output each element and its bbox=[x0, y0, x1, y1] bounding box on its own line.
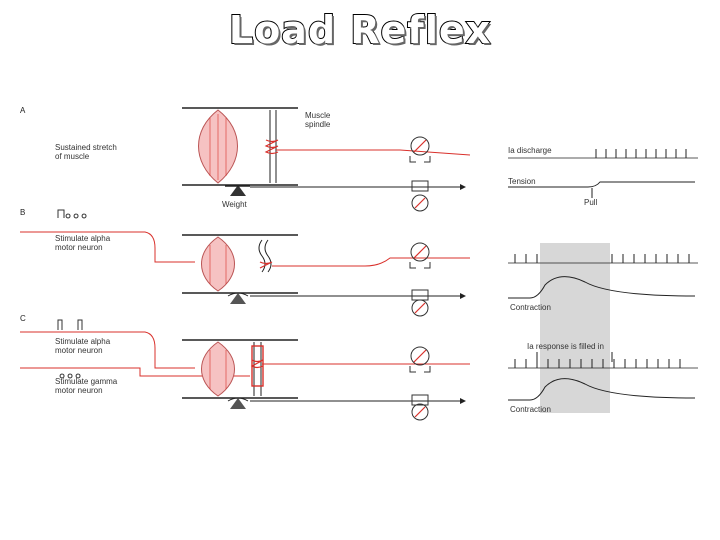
panel-c-stimulus2-line2: motor neuron bbox=[55, 386, 103, 395]
slide-title: Load Reflex bbox=[228, 7, 492, 53]
panel-a-force-transducer bbox=[411, 180, 429, 212]
panel-a-weight bbox=[230, 185, 246, 196]
panel-a-trace-bottom-label: Tension bbox=[508, 177, 536, 186]
panel-b-alpha-nerve bbox=[20, 231, 195, 263]
panel-c-alpha-nerve bbox=[20, 331, 195, 369]
panel-c-stimulator2-icon bbox=[59, 373, 81, 379]
panel-c-weight bbox=[230, 398, 246, 409]
panel-b-stimulus-line2: motor neuron bbox=[55, 243, 103, 252]
panel-c-trace-top-label: Ia response is filled in bbox=[527, 342, 604, 351]
panel-b-muscle bbox=[201, 236, 235, 292]
panel-b-muscle-apparatus bbox=[182, 234, 298, 304]
panel-c-muscle-apparatus bbox=[182, 339, 298, 409]
panel-c-stimulus2-line1: Stimulate gamma bbox=[55, 377, 118, 386]
panel-c-stimulator-icon bbox=[57, 319, 83, 330]
panel-a-letter: A bbox=[20, 106, 26, 115]
panel-a-recording-electrode bbox=[409, 136, 431, 163]
panel-b-stimulator-icon bbox=[57, 209, 87, 219]
panel-a-afferent-nerve bbox=[276, 149, 471, 156]
panel-b-letter: B bbox=[20, 208, 25, 217]
panel-b-weight bbox=[230, 293, 246, 304]
panel-a-stimulus-line2: of muscle bbox=[55, 152, 90, 161]
panel-a-spindle-label-line1: Muscle bbox=[305, 111, 331, 120]
response-window-shade bbox=[540, 243, 610, 413]
panel-c-recording-electrode bbox=[409, 346, 431, 373]
panel-b-ia-spike-train bbox=[508, 254, 698, 264]
panel-a-weight-label: Weight bbox=[222, 200, 248, 209]
panel-c-trace-bottom-label: Contraction bbox=[510, 405, 551, 414]
panel-b-afferent-nerve bbox=[272, 257, 470, 267]
panel-b-contraction-trace bbox=[508, 276, 696, 299]
panel-a-trace-top-label: Ia discharge bbox=[508, 146, 552, 155]
panel-a-muscle-apparatus bbox=[182, 107, 298, 196]
panel-c-stimulus1-line1: Stimulate alpha bbox=[55, 337, 111, 346]
panel-a-spindle-label-line2: spindle bbox=[305, 120, 331, 129]
panel-c-force-transducer bbox=[411, 394, 429, 421]
panel-b-trace-bottom-label: Contraction bbox=[510, 303, 551, 312]
panel-a-tension-trace bbox=[508, 181, 695, 188]
panel-a-spindle-coil bbox=[264, 139, 279, 155]
panel-b-recording-electrode bbox=[409, 242, 431, 269]
panel-c-letter: C bbox=[20, 314, 26, 323]
panel-c-muscle bbox=[201, 341, 235, 397]
panel-c-contraction-trace bbox=[508, 378, 696, 401]
panel-b-force-transducer bbox=[411, 289, 429, 317]
panel-c-ia-spike-train bbox=[508, 359, 698, 369]
panel-c-stimulus1-line2: motor neuron bbox=[55, 346, 103, 355]
panel-a-ia-spike-train bbox=[508, 149, 698, 159]
panel-a-event-label: Pull bbox=[584, 198, 598, 207]
panel-b-stimulus-line1: Stimulate alpha bbox=[55, 234, 111, 243]
panel-a-stimulus-line1: Sustained stretch bbox=[55, 143, 117, 152]
panel-c-gamma-nerve bbox=[20, 367, 250, 377]
